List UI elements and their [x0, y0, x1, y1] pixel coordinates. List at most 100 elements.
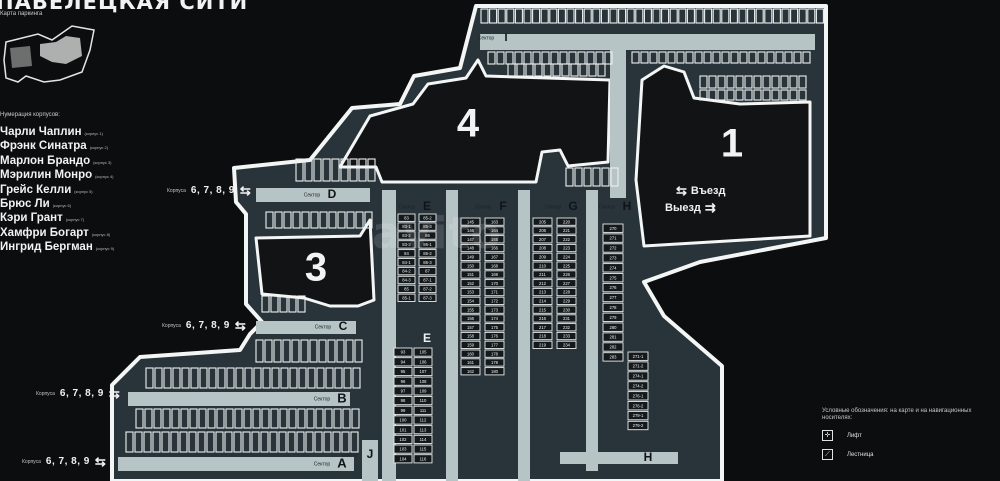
- parking-spot: [269, 431, 278, 453]
- convention-label: Лестница: [847, 451, 874, 458]
- parking-spot: [288, 408, 297, 429]
- parking-spot: [301, 211, 310, 229]
- spot-number: 105: [420, 350, 428, 355]
- legend-name: Фрэнк Синатра: [0, 140, 87, 153]
- parking-spot: [172, 367, 181, 389]
- parking-spot: [393, 425, 413, 435]
- spot-number: 177: [491, 342, 499, 347]
- parking-spot: [635, 8, 644, 24]
- parking-spot: [393, 444, 413, 454]
- spot-number: 149: [467, 254, 475, 259]
- parking-spot: [393, 396, 413, 406]
- parking-spot: [235, 367, 244, 389]
- parking-spot: [602, 332, 624, 342]
- legend-tag: (корпус 5): [74, 188, 93, 194]
- parking-spot: [627, 381, 649, 391]
- parking-spot: [618, 8, 627, 24]
- parking-spot: [649, 51, 658, 64]
- parking-spot: [506, 8, 515, 24]
- parking-spot: [487, 51, 496, 65]
- parking-spot: [597, 63, 606, 77]
- parking-spot: [460, 279, 481, 288]
- parking-spot: [631, 51, 640, 64]
- entry-arrow-icon: ⇆: [676, 183, 687, 198]
- parking-spot: [418, 266, 437, 276]
- legend-item: Мэрилин Монро(корпус 4): [0, 169, 114, 183]
- arrow-left-icon: ⇆: [108, 386, 120, 401]
- direction-buildings: 6, 7, 8, 9: [59, 388, 104, 399]
- exit-sign: Выезд ⇉: [665, 201, 716, 214]
- parking-spot: [643, 8, 652, 24]
- parking-spot: [304, 158, 313, 182]
- parking-spot: [393, 386, 413, 396]
- parking-spot: [790, 8, 799, 24]
- spot-number: 113: [420, 427, 427, 432]
- parking-spot: [523, 8, 532, 24]
- parking-spot: [287, 431, 296, 453]
- parking-spot: [695, 8, 704, 24]
- parking-spot: [496, 51, 505, 65]
- parking-spot: [460, 331, 481, 341]
- parking-spot: [207, 408, 216, 429]
- legend-tag: (корпус 2): [89, 145, 109, 151]
- parking-spot: [125, 431, 134, 453]
- parking-spot: [243, 408, 252, 429]
- spot-number: 97: [401, 389, 406, 394]
- spot-number: 276-1: [633, 393, 644, 398]
- sector-d-aisle: [256, 188, 370, 202]
- direction-buildings: 6, 7, 8, 9: [185, 320, 230, 331]
- parking-spot: [271, 367, 280, 389]
- parking-spot: [190, 367, 199, 389]
- parking-spot: [279, 408, 288, 429]
- spot-number: 98: [401, 398, 406, 403]
- spot-number: 84-1: [402, 260, 411, 265]
- parking-spot: [418, 293, 437, 302]
- direction-buildings: 6, 7, 8, 9: [190, 185, 235, 196]
- spot-number: 175: [491, 325, 499, 330]
- parking-spot: [460, 358, 481, 367]
- convention-label: Лифт: [847, 432, 862, 439]
- spot-number: 278: [610, 305, 618, 310]
- direction-sign: Корпуса 6, 7, 8, 9 ⇆: [162, 319, 246, 332]
- parking-spot: [556, 217, 577, 226]
- parking-spot: [460, 287, 481, 297]
- sector-e-label: E: [423, 199, 431, 213]
- parking-spot: [270, 295, 279, 313]
- parking-spot: [703, 51, 712, 64]
- parking-spot: [771, 75, 780, 89]
- parking-spot: [771, 89, 780, 101]
- sector-h-label-lower: H: [644, 450, 653, 464]
- parking-spot: [627, 371, 649, 381]
- spot-number: 209: [539, 254, 547, 259]
- parking-spot: [484, 217, 505, 226]
- parking-spot: [418, 240, 437, 249]
- parking-spot: [393, 366, 413, 377]
- parking-spot: [413, 425, 433, 435]
- sector-word: Сектор: [475, 204, 492, 210]
- legend-tag: (корпус 1): [84, 131, 103, 136]
- sector-word: Сектор: [342, 452, 359, 458]
- direction-sign: Корпуса 6, 7, 8, 9 ⇆: [36, 387, 120, 400]
- parking-spot: [418, 222, 437, 231]
- parking-spot: [556, 279, 577, 288]
- parking-spot: [556, 323, 577, 332]
- spot-number: 150: [467, 263, 475, 268]
- spot-number: 145: [467, 219, 475, 224]
- spot-number: 146: [467, 228, 475, 233]
- parking-spot: [575, 8, 584, 24]
- parking-spot: [708, 75, 717, 89]
- spot-number: 170: [491, 281, 499, 286]
- parking-spot: [261, 295, 270, 313]
- spot-number: 272: [610, 246, 618, 251]
- parking-spot: [460, 235, 481, 244]
- parking-spot: [393, 347, 413, 357]
- parking-spot: [251, 431, 260, 453]
- arrow-right-icon: ⇆: [94, 454, 106, 469]
- spot-number: 216: [539, 316, 547, 321]
- sector-h-lane: [586, 190, 598, 471]
- parking-spot: [226, 367, 235, 389]
- parking-spot: [280, 367, 289, 389]
- parking-spot: [418, 249, 437, 258]
- parking-spot: [460, 314, 481, 323]
- spot-number: 108: [420, 379, 428, 384]
